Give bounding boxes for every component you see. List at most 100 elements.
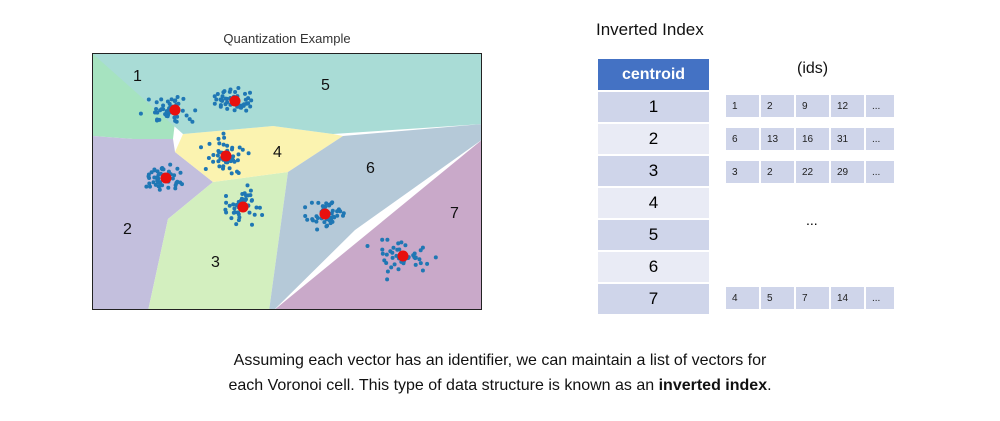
data-point	[228, 159, 233, 164]
data-point	[314, 214, 319, 219]
centroid-marker	[220, 150, 232, 162]
data-point	[385, 277, 390, 282]
data-point	[206, 156, 211, 160]
data-point	[392, 262, 397, 267]
id-cell: ...	[866, 128, 894, 150]
region-label: 2	[123, 221, 132, 238]
data-point	[175, 166, 180, 171]
data-point	[229, 171, 234, 176]
data-point	[217, 141, 222, 146]
data-point	[155, 169, 160, 174]
id-cell: 7	[796, 287, 829, 309]
id-cell: 12	[831, 95, 864, 117]
plot-title: Quantization Example	[223, 31, 351, 46]
id-cell: ...	[866, 95, 894, 117]
data-point	[329, 211, 334, 216]
data-point	[232, 108, 237, 113]
data-point	[232, 159, 237, 164]
data-point	[229, 216, 234, 221]
id-cell: 16	[796, 128, 829, 150]
data-point	[425, 261, 430, 266]
data-point	[382, 258, 387, 263]
data-point	[227, 89, 232, 94]
data-point	[335, 209, 340, 214]
data-point	[257, 205, 262, 210]
data-point	[314, 219, 319, 224]
id-cell: 3	[726, 161, 759, 183]
id-cell: 2	[761, 161, 794, 183]
data-point	[305, 217, 310, 222]
data-point	[420, 245, 425, 250]
data-point	[391, 245, 396, 250]
data-point	[157, 187, 162, 192]
data-point	[385, 237, 390, 242]
caption-text: each Voronoi cell. This type of data str…	[228, 377, 659, 394]
data-point	[390, 255, 395, 260]
centroid-row: 7	[598, 284, 709, 314]
data-point	[380, 251, 385, 256]
data-point	[316, 200, 321, 205]
centroid-marker	[237, 201, 249, 213]
data-point	[243, 97, 248, 102]
data-point	[212, 94, 217, 99]
ids-list-1: 1 2 9 12 ...	[726, 95, 896, 117]
data-point	[244, 108, 249, 113]
data-point	[235, 158, 240, 163]
data-point	[224, 194, 228, 198]
id-cell: 9	[796, 95, 829, 117]
data-point	[320, 204, 325, 209]
data-point	[173, 186, 178, 191]
data-point	[219, 97, 224, 102]
data-point	[399, 240, 404, 245]
data-point	[234, 203, 239, 207]
data-point	[154, 107, 159, 111]
data-point	[324, 201, 329, 206]
data-point	[220, 94, 225, 99]
data-point	[175, 114, 180, 119]
data-point	[221, 142, 226, 147]
data-point	[260, 213, 265, 217]
data-point	[230, 147, 234, 152]
data-point	[223, 96, 228, 101]
id-cell: 14	[831, 287, 864, 309]
voronoi-region-2	[93, 136, 213, 309]
data-point	[413, 262, 418, 267]
data-point	[232, 206, 237, 211]
id-cell: 5	[761, 287, 794, 309]
data-point	[225, 106, 230, 111]
data-point	[155, 117, 160, 122]
data-point	[180, 108, 185, 113]
id-cell: ...	[866, 287, 894, 309]
data-point	[156, 176, 161, 181]
data-point	[240, 192, 245, 196]
data-point	[159, 107, 164, 112]
data-point	[169, 97, 174, 102]
data-point	[335, 213, 340, 218]
data-point	[322, 220, 327, 225]
data-point	[165, 114, 170, 119]
id-cell: 6	[726, 128, 759, 150]
centroid-marker	[169, 104, 181, 116]
data-point	[172, 173, 177, 178]
data-point	[394, 253, 399, 258]
data-point	[216, 149, 221, 153]
region-label: 4	[273, 144, 282, 161]
data-point	[167, 101, 172, 106]
data-point	[309, 200, 314, 205]
data-point	[176, 101, 181, 106]
data-point	[216, 136, 221, 141]
data-point	[157, 184, 162, 188]
data-point	[231, 202, 236, 207]
caption-line-2: each Voronoi cell. This type of data str…	[120, 373, 880, 398]
data-point	[193, 108, 198, 113]
data-point	[231, 210, 236, 215]
data-point	[380, 247, 385, 252]
caption-line-1: Assuming each vector has an identifier, …	[233, 352, 767, 369]
data-point	[138, 111, 143, 116]
data-point	[224, 210, 229, 215]
caption: Assuming each vector has an identifier, …	[120, 348, 880, 398]
data-point	[190, 119, 195, 124]
data-point	[184, 113, 189, 118]
data-point	[215, 153, 220, 158]
data-point	[203, 167, 208, 171]
